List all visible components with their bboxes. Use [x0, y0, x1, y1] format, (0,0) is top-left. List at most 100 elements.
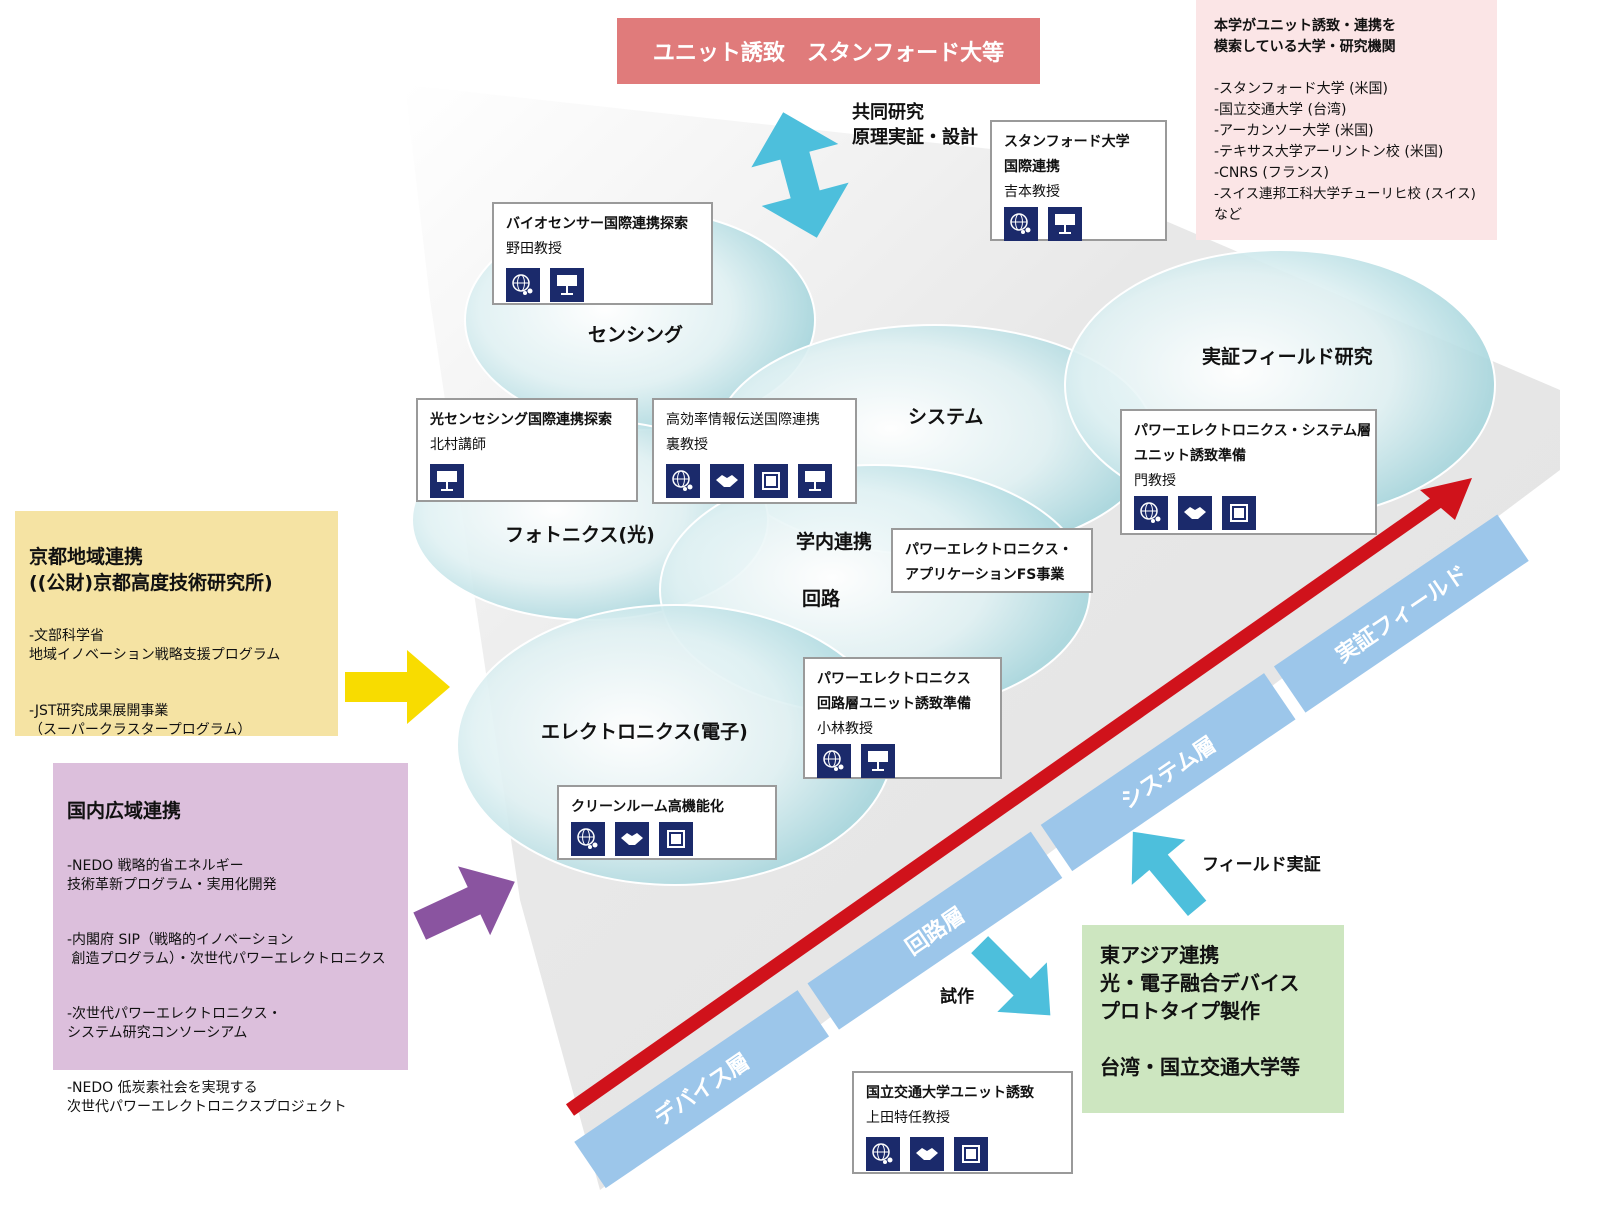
area-campus: 学内連携	[796, 531, 873, 553]
card-cleanroom: クリーンルーム高機能化	[557, 785, 777, 860]
east-asia-line: 東アジア連携	[1100, 943, 1220, 967]
card-biosensor: バイオセンサー国際連携探索 野田教授	[492, 202, 713, 305]
down-arrow-icon	[971, 936, 1051, 1016]
handshake-icon	[615, 822, 649, 856]
card-power-circuit: パワーエレクトロニクス 回路層ユニット誘致準備 小林教授	[803, 657, 1002, 779]
card-power-app: パワーエレクトロニクス・ アプリケーションFS事業	[891, 528, 1093, 593]
handshake-icon	[710, 464, 744, 498]
card-title: 国際連携	[1004, 159, 1060, 175]
card-communication: 高効率情報伝送国際連携 裏教授	[652, 398, 857, 504]
card-nctu: 国立交通大学ユニット誘致 上田特任教授	[852, 1071, 1073, 1174]
east-asia-panel: 東アジア連携 光・電子融合デバイス プロトタイプ製作 台湾・国立交通大学等	[1082, 925, 1344, 1113]
layer-circuit	[807, 831, 1063, 1030]
kyoto-title: ((公財)京都高度技術研究所)	[29, 572, 273, 594]
yellow-arrow-icon	[345, 650, 450, 724]
chip-icon	[1222, 496, 1256, 530]
globe-network-icon	[666, 464, 700, 498]
card-title: バイオセンサー国際連携探索	[506, 216, 688, 232]
partner-item: -テキサス大学アーリントン校 (米国)	[1214, 144, 1444, 160]
globe-network-icon	[817, 744, 851, 778]
card-title: パワーエレクトロニクス・	[905, 542, 1073, 558]
card-title: 光センセシング国際連携探索	[430, 412, 612, 428]
domestic-item: -次世代パワーエレクトロニクス・ システム研究コンソーシアム	[67, 1006, 282, 1041]
kyoto-panel: 京都地域連携 ((公財)京都高度技術研究所) -文部科学省 地域イノベーション戦略…	[15, 511, 338, 738]
globe-network-icon	[571, 822, 605, 856]
lab-bench-icon	[861, 744, 895, 778]
layer-system	[1040, 673, 1296, 872]
globe-network-icon	[1134, 496, 1168, 530]
area-sensing: センシング	[588, 324, 684, 346]
partner-item: など	[1214, 207, 1242, 223]
lab-bench-icon	[1048, 207, 1082, 241]
partner-panel: 本学がユニット誘致・連携を 模索している大学・研究機関 -スタンフォード大学 (…	[1196, 0, 1497, 240]
card-title: アプリケーションFS事業	[905, 567, 1065, 583]
card-title: 回路層ユニット誘致準備	[817, 696, 971, 712]
chip-icon	[954, 1137, 988, 1171]
lab-bench-icon	[430, 464, 464, 498]
card-person: 小林教授	[817, 721, 873, 737]
east-asia-line: 台湾・国立交通大学等	[1100, 1055, 1300, 1079]
joint-research-line: 共同研究	[852, 102, 924, 123]
up-arrow-icon	[1131, 831, 1207, 917]
card-title: ユニット誘致準備	[1134, 448, 1246, 464]
joint-research-line: 原理実証・設計	[852, 127, 978, 148]
card-stanford: スタンフォード大学 国際連携 吉本教授	[990, 120, 1167, 241]
field-verify-label: フィールド実証	[1202, 855, 1321, 875]
layer-device	[574, 990, 830, 1189]
globe-network-icon	[1004, 207, 1038, 241]
header-banner: ユニット誘致 スタンフォード大等	[617, 18, 1040, 84]
domestic-item: -NEDO 低炭素社会を実現する 次世代パワーエレクトロニクスプロジェクト	[67, 1080, 347, 1115]
domestic-item: -NEDO 戦略的省エネルギー 技術革新プログラム・実用化開発	[67, 858, 277, 893]
partner-item: -国立交通大学 (台湾)	[1214, 102, 1347, 118]
domestic-panel: 国内広域連携 -NEDO 戦略的省エネルギー 技術革新プログラム・実用化開発 -…	[53, 763, 408, 1115]
kyoto-title: 京都地域連携	[29, 546, 144, 568]
domestic-item: -内閣府 SIP（戦略的イノベーション 創造プログラム）・次世代パワーエレクトロ…	[67, 932, 386, 967]
area-circuit: 回路	[802, 588, 841, 610]
chip-icon	[754, 464, 788, 498]
partner-item: -アーカンソー大学 (米国)	[1214, 123, 1374, 139]
lab-bench-icon	[798, 464, 832, 498]
card-optical-sensing: 光センセシング国際連携探索 北村講師	[416, 398, 638, 502]
chip-icon	[659, 822, 693, 856]
east-asia-line: 光・電子融合デバイス	[1100, 971, 1300, 995]
card-power-system: パワーエレクトロニクス・システム層 ユニット誘致準備 門教授	[1120, 409, 1377, 535]
red-arrowhead	[1420, 478, 1472, 520]
kyoto-item: -JST研究成果展開事業 （スーパークラスタープログラム）	[29, 703, 252, 738]
card-title: 国立交通大学ユニット誘致	[866, 1085, 1034, 1101]
area-electronics: エレクトロニクス(電子)	[541, 721, 748, 743]
partner-item: -スイス連邦工科大学チューリヒ校 (スイス)	[1214, 186, 1476, 202]
double-arrow-icon	[751, 112, 849, 238]
card-title: 高効率情報伝送国際連携	[666, 412, 820, 428]
card-title: クリーンルーム高機能化	[571, 799, 724, 815]
lab-bench-icon	[550, 268, 584, 302]
handshake-icon	[1178, 496, 1212, 530]
layer-band: デバイス層 回路層 システム層 実証フィールド	[574, 514, 1529, 1189]
card-person: 裏教授	[666, 437, 708, 453]
card-person: 門教授	[1134, 473, 1176, 489]
card-person: 吉本教授	[1004, 184, 1060, 200]
card-title: スタンフォード大学	[1004, 134, 1130, 150]
globe-network-icon	[866, 1137, 900, 1171]
card-person: 野田教授	[506, 241, 562, 257]
prototype-label: 試作	[940, 987, 974, 1007]
kyoto-item: -文部科学省 地域イノベーション戦略支援プログラム	[29, 628, 281, 663]
globe-network-icon	[506, 268, 540, 302]
partner-title: 本学がユニット誘致・連携を	[1214, 18, 1396, 34]
purple-arrow-icon	[413, 866, 515, 940]
layer-field	[1273, 514, 1529, 713]
partner-title: 模索している大学・研究機関	[1214, 39, 1396, 55]
joint-research-label: 共同研究 原理実証・設計	[852, 100, 978, 150]
area-field: 実証フィールド研究	[1202, 346, 1373, 368]
red-progress-line	[565, 494, 1445, 1116]
area-photonics: フォトニクス(光)	[505, 524, 655, 546]
card-person: 上田特任教授	[866, 1110, 950, 1126]
partner-item: -スタンフォード大学 (米国)	[1214, 81, 1389, 97]
card-title: パワーエレクトロニクス・システム層	[1134, 423, 1372, 439]
area-system: システム	[908, 406, 984, 428]
card-person: 北村講師	[430, 437, 486, 453]
partner-item: -CNRS (フランス)	[1214, 165, 1330, 181]
east-asia-line: プロトタイプ製作	[1100, 999, 1260, 1023]
card-title: パワーエレクトロニクス	[817, 671, 971, 687]
handshake-icon	[910, 1137, 944, 1171]
domestic-title: 国内広域連携	[67, 800, 182, 822]
